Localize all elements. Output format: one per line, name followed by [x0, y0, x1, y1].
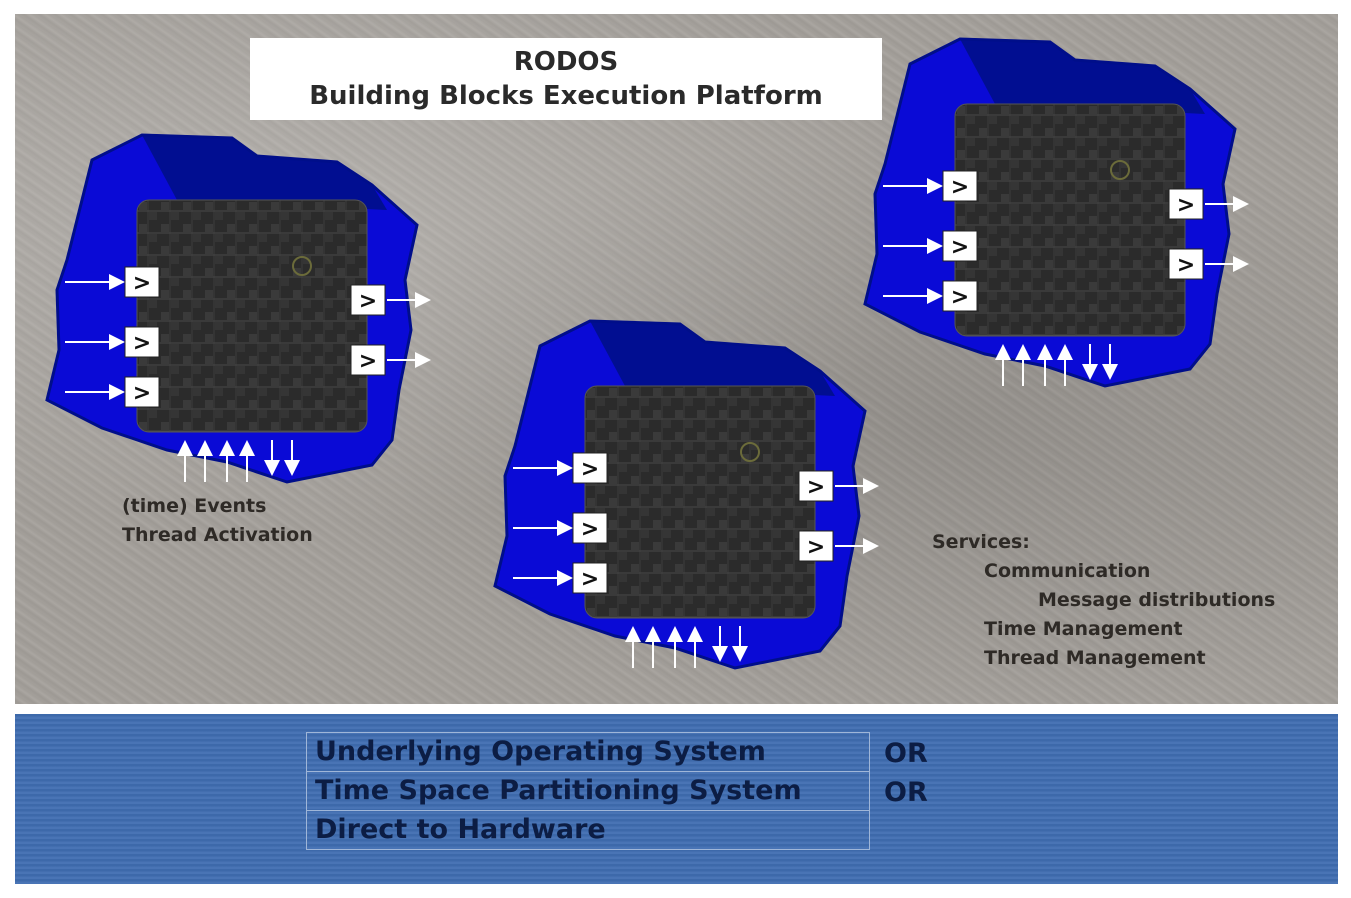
service-message-distributions: Message distributions	[932, 586, 1275, 615]
services-list: Services: Communication Message distribu…	[932, 528, 1275, 673]
output-port-symbol: >	[807, 475, 825, 500]
service-thread-management: Thread Management	[932, 644, 1275, 673]
diagram-title-box: RODOS Building Blocks Execution Platform	[250, 38, 882, 120]
execution-row-label: Underlying Operating System	[315, 736, 766, 767]
input-port-symbol: >	[951, 235, 969, 260]
input-port-symbol: >	[951, 285, 969, 310]
output-port-symbol: >	[1177, 253, 1195, 278]
processor-chip	[955, 104, 1185, 336]
input-port-symbol: >	[951, 175, 969, 200]
execution-row-label: Time Space Partitioning System	[315, 775, 802, 806]
output-port-symbol: >	[807, 535, 825, 560]
events-caption: (time) Events Thread Activation	[122, 492, 313, 550]
input-port-symbol: >	[133, 271, 151, 296]
output-port-symbol: >	[359, 349, 377, 374]
output-port-symbol: >	[359, 289, 377, 314]
execution-row: Direct to Hardware	[307, 811, 869, 849]
execution-layer-table: Underlying Operating System Time Space P…	[306, 732, 870, 850]
building-block: > > > > >	[495, 321, 875, 668]
services-heading: Services:	[932, 528, 1275, 557]
execution-row: Time Space Partitioning System	[307, 772, 869, 811]
input-port-symbol: >	[133, 331, 151, 356]
building-block: > > > > >	[47, 135, 427, 482]
input-port-symbol: >	[581, 567, 599, 592]
input-port-symbol: >	[581, 517, 599, 542]
service-time-management: Time Management	[932, 615, 1275, 644]
execution-row-label: Direct to Hardware	[315, 814, 606, 845]
processor-chip	[137, 200, 367, 432]
service-communication: Communication	[932, 557, 1275, 586]
or-label: OR	[884, 738, 928, 769]
execution-row: Underlying Operating System	[307, 733, 869, 772]
events-caption-line-2: Thread Activation	[122, 521, 313, 550]
events-caption-line-1: (time) Events	[122, 492, 313, 521]
input-port-symbol: >	[133, 381, 151, 406]
processor-chip	[585, 386, 815, 618]
building-block-shadow	[960, 39, 1205, 114]
title-line-1: RODOS	[250, 46, 882, 78]
or-label: OR	[884, 777, 928, 808]
input-port-symbol: >	[581, 457, 599, 482]
title-line-2: Building Blocks Execution Platform	[250, 78, 882, 114]
building-block-shadow	[142, 135, 387, 210]
building-block-shadow	[590, 321, 835, 396]
output-port-symbol: >	[1177, 193, 1195, 218]
building-block: > > > > >	[865, 39, 1245, 386]
